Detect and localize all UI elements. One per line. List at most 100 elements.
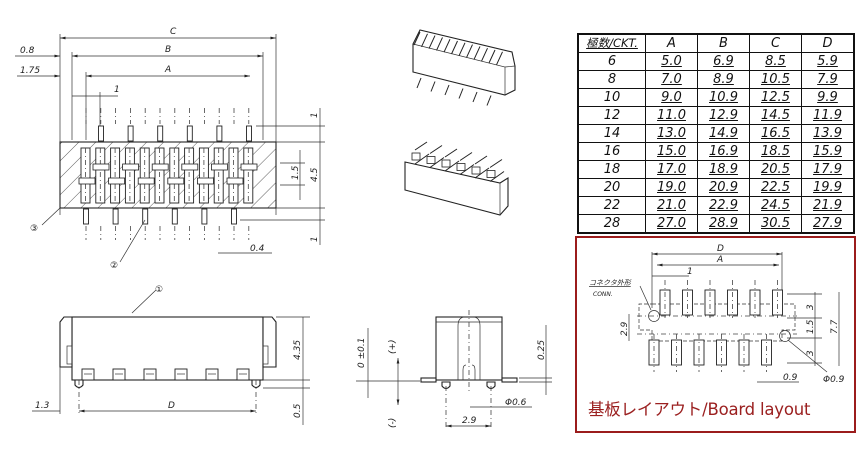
dim-d-label: D: [168, 401, 175, 411]
contact-lower: [78, 177, 96, 185]
dim-29-label: 2.9: [462, 416, 477, 426]
dim-08-label: 0.8: [20, 46, 35, 56]
iso-rib: [481, 47, 488, 62]
iso-pin: [474, 155, 488, 165]
board-layout-drawing: D A 1 コネクタ外形 CONN. 2.9 3 1.5 3 7.7 0.9 Φ…: [589, 244, 845, 385]
contact-upper: [122, 163, 139, 171]
callout-2: ②: [110, 261, 118, 271]
contact-upper: [240, 163, 258, 171]
cell-ckt: 10: [577, 88, 646, 107]
cell-d: 7.9: [801, 70, 855, 89]
iso-pin: [429, 145, 443, 154]
header-c: C: [749, 33, 802, 53]
iso-pin: [489, 159, 503, 168]
cell-c: 12.5: [749, 88, 802, 107]
contact-lower: [167, 177, 185, 185]
cell-b: 18.9: [697, 160, 750, 179]
iso-view-top: [412, 29, 516, 106]
locating-hole-left: [648, 310, 660, 322]
iso-pin: [472, 91, 478, 103]
pin-bottom: [171, 208, 178, 225]
cell-c: 8.5: [749, 52, 802, 71]
minus-label: (-): [388, 418, 398, 428]
pin-top: [127, 125, 134, 142]
pin-top: [246, 125, 252, 142]
cell-d: 15.9: [801, 142, 855, 161]
contact-upper: [151, 163, 169, 171]
cell-ckt: 28: [577, 214, 646, 234]
iso-contact: [486, 170, 496, 178]
cell-d: 13.9: [801, 124, 855, 143]
pad-top: [772, 289, 783, 316]
pin-bottom: [231, 208, 237, 225]
board-dim-pad-top: 3: [806, 304, 816, 310]
front-view: ① D 1.3 4.35 0.5: [32, 285, 310, 425]
iso-pin: [416, 77, 422, 89]
iso-pin: [414, 153, 430, 165]
iso-pins-bottom: [411, 141, 505, 182]
cell-a: 11.0: [645, 106, 698, 125]
board-dim-d: D: [717, 244, 724, 254]
top-view: C B 0.8 A 1.75 1 1 4.5 1 1.5 0.4: [15, 27, 325, 271]
cell-b: 8.9: [697, 70, 750, 89]
cell-d: 5.9: [801, 52, 855, 71]
iso-rib: [443, 38, 451, 53]
dim-tolerance-label: 0 ±0.1: [357, 338, 367, 368]
cell-a: 27.0: [645, 214, 698, 234]
pin-top: [186, 125, 193, 142]
cell-b: 28.9: [697, 214, 750, 234]
plus-label: (+): [388, 339, 398, 354]
cell-d: 19.9: [801, 178, 855, 197]
cell-a: 5.0: [645, 52, 698, 71]
pin-top: [157, 125, 164, 142]
dim-b-label: B: [165, 45, 171, 55]
iso-ribs: [413, 31, 503, 66]
front-contact: [205, 368, 219, 381]
cell-c: 30.5: [749, 214, 802, 234]
contact-lower: [108, 177, 125, 185]
dim-025-label: 0.25: [537, 340, 547, 360]
iso-rib: [413, 31, 421, 46]
cell-ckt: 16: [577, 142, 646, 161]
cell-d: 21.9: [801, 196, 855, 215]
dim-13-label: 1.3: [35, 401, 50, 411]
cell-a: 19.0: [645, 178, 698, 197]
pin-bottom: [112, 208, 119, 225]
pin-top: [98, 125, 104, 142]
cell-c: 10.5: [749, 70, 802, 89]
board-dim-hole: Φ0.9: [823, 375, 845, 385]
iso-pin: [489, 171, 505, 182]
pad-top: [659, 289, 671, 316]
cell-c: 20.5: [749, 160, 802, 179]
iso-view-bottom: [404, 141, 509, 216]
dim-a-label: A: [164, 65, 171, 75]
conn-label-jp: コネクタ外形: [589, 279, 632, 287]
cell-c: 14.5: [749, 106, 802, 125]
iso-rib: [458, 42, 466, 57]
contact-upper: [92, 163, 110, 171]
iso-contact: [471, 166, 481, 175]
board-dim-29: 2.9: [620, 321, 630, 336]
iso-rib: [473, 46, 481, 60]
conn-label-en: CONN.: [593, 291, 613, 298]
iso-rib: [451, 40, 458, 55]
table-header-row: 極数/CKT. A B C D: [577, 33, 855, 53]
iso-pin: [444, 160, 460, 172]
cell-d: 11.9: [801, 106, 855, 125]
contact-upper: [181, 163, 199, 171]
cell-b: 12.9: [697, 106, 750, 125]
iso-contact: [441, 159, 451, 168]
side-view: 0 ±0.1 (+) (-) 0.25 Φ0.6 2.9: [356, 310, 552, 430]
dim-435-label: 4.35: [293, 340, 303, 360]
iso-rib: [496, 51, 503, 66]
iso-pin: [414, 141, 428, 151]
iso-pin: [458, 88, 464, 99]
